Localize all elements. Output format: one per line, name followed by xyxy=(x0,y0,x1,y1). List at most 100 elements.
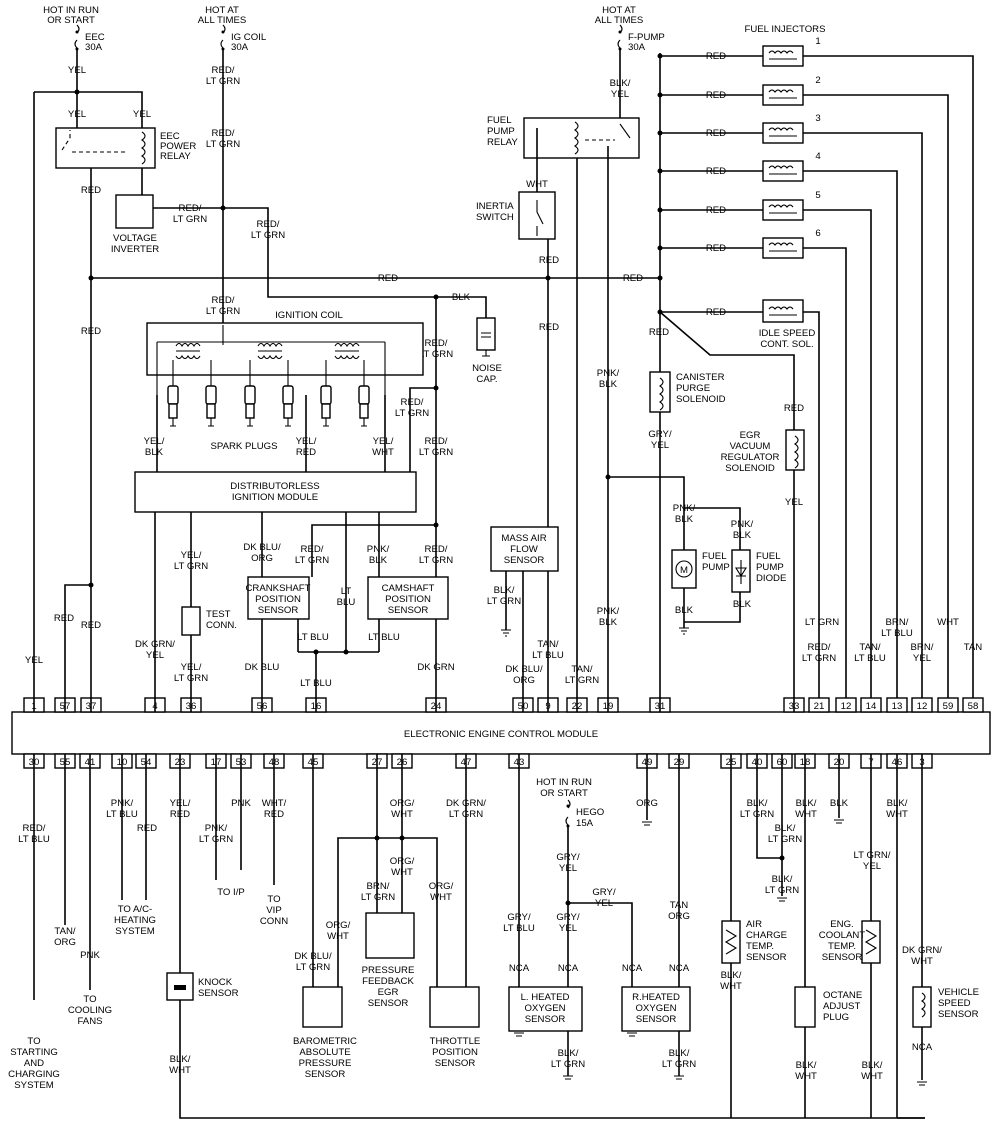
inj-brn-yel-2: YEL xyxy=(913,653,932,664)
ect-label3: TEMP. xyxy=(828,941,856,952)
fp-blk-yel-2: YEL xyxy=(611,89,630,100)
hego-source-2: OR START xyxy=(540,788,588,799)
injector-number: 4 xyxy=(815,151,821,162)
ecm-top-pin-17: 14 xyxy=(860,697,882,713)
crank-label3: SENSOR xyxy=(258,605,299,616)
lhego-nca-2: NCA xyxy=(558,963,579,974)
pin54-label: RED xyxy=(137,823,157,834)
vss-label3: SENSOR xyxy=(938,1009,979,1020)
ac-2: HEATING xyxy=(114,915,156,926)
pin47-label1: DK GRN/ xyxy=(446,798,486,809)
pin19-label2: BLK xyxy=(599,617,618,628)
pin3-label2: WHT xyxy=(911,956,933,967)
ecm-top-pin-label: 59 xyxy=(943,701,954,712)
ect-blk-wht-1: BLK/ xyxy=(862,1060,883,1071)
eec-fuse-label2: 30A xyxy=(85,42,103,53)
maf-sensor: MASS AIR FLOW SENSOR BLK/ LT GRN DK BLU/… xyxy=(487,526,564,712)
test-conn-label1: TEST xyxy=(206,609,231,620)
fp-fuse-icon xyxy=(617,24,623,49)
noise-cap-blk: BLK xyxy=(452,292,471,303)
pin30-label2: LT BLU xyxy=(18,834,50,845)
ecm-top-pin-label: 21 xyxy=(814,701,825,712)
ignition-coil: IGNITION COIL xyxy=(146,310,424,395)
pin53-label: PNK xyxy=(231,798,251,809)
pin21-label1: RED/ xyxy=(808,642,831,653)
cooling-3: FANS xyxy=(77,1016,102,1027)
crank-wire-1: DK BLU/ xyxy=(243,542,281,553)
octane-box xyxy=(794,986,816,1028)
eec-power-source: HOT IN RUN OR START EEC 30A xyxy=(43,5,105,53)
eec-relay-label1: EEC xyxy=(160,131,180,142)
baro-box xyxy=(302,986,343,1028)
pin36-label1: YEL/ xyxy=(181,662,202,673)
dis-module: DISTRIBUTORLESS IGNITION MODULE DK GRN/ … xyxy=(134,471,455,712)
idle-feed-red: RED xyxy=(706,307,726,318)
baro-org-wht-1: ORG/ xyxy=(326,920,351,931)
ect-blk-wht-2: WHT xyxy=(861,1071,883,1082)
baro-wire-2: LT GRN xyxy=(296,962,330,973)
dis-red-ltgrn-1: RED/ xyxy=(401,397,424,408)
ecm-top-pin-16: 12 xyxy=(835,697,857,713)
crank-sensor-box xyxy=(247,576,310,620)
vss-box xyxy=(912,986,932,1028)
egr-label4: SOLENOID xyxy=(725,463,775,474)
pin22-label1: TAN/ xyxy=(571,664,592,675)
vss-label2: SPEED xyxy=(938,998,971,1009)
lhego-blk-ltgrn-1: BLK/ xyxy=(558,1048,579,1059)
pin18-label1: BLK/ xyxy=(796,798,817,809)
starting-5: SYSTEM xyxy=(14,1080,53,1091)
diode-label1: FUEL xyxy=(756,551,781,562)
baro-wire-1: DK BLU/ xyxy=(294,951,332,962)
maf-blk-ltgrn-2: LT GRN xyxy=(487,596,521,607)
octane-label3: PLUG xyxy=(823,1012,849,1023)
injector-feed-red: RED xyxy=(706,166,726,177)
ect-label4: SENSOR xyxy=(822,952,863,963)
ip-label: TO I/P xyxy=(217,887,245,898)
octane-label2: ADJUST xyxy=(823,1001,860,1012)
pump-blk: BLK xyxy=(675,605,694,616)
lhego-label3: SENSOR xyxy=(525,1014,566,1025)
ig-source-line1: HOT AT xyxy=(205,5,239,16)
inertia-label2: SWITCH xyxy=(476,212,514,223)
pfe-brn-ltgrn-1: BRN/ xyxy=(367,881,390,892)
fp-relay-label1: FUEL xyxy=(487,115,512,126)
pfe-brn-ltgrn-2: LT GRN xyxy=(361,892,395,903)
fp-relay-label2: PUMP xyxy=(487,126,515,137)
baro-label2: ABSOLUTE xyxy=(299,1047,350,1058)
pfe-box xyxy=(365,912,415,959)
starting-4: CHARGING xyxy=(8,1069,60,1080)
cam-red-ltgrn-1: RED/ xyxy=(425,544,448,555)
hego-source-1: HOT IN RUN xyxy=(536,777,592,788)
diode-pnk-blk-1: PNK/ xyxy=(731,519,754,530)
idle-label2: CONT. SOL. xyxy=(760,339,813,350)
hego-fuse-1: HEGO xyxy=(576,807,604,818)
oxygen-sensors: GRY/ LT BLU NCA HOT IN RUN OR START HEGO… xyxy=(503,754,696,1080)
inj-brn-ltblu-1: BRN/ xyxy=(886,617,909,628)
coil-feed-4: LT GRN xyxy=(206,306,240,317)
ignition-coil-box xyxy=(146,322,424,376)
noise-cap-label1: NOISE xyxy=(472,363,502,374)
pin40-label1: BLK/ xyxy=(747,798,768,809)
coil-out3-2: WHT xyxy=(372,447,394,458)
lhego-label2: OXYGEN xyxy=(524,1003,565,1014)
pin10-label2: LT BLU xyxy=(106,809,138,820)
act-blk-wht-2: WHT xyxy=(720,981,742,992)
wire-label-yel: YEL xyxy=(68,65,87,76)
ecm-top-pin-label: 14 xyxy=(866,701,877,712)
ecm-top-pin-label: 58 xyxy=(968,701,979,712)
ig-fuse-label2: 30A xyxy=(231,42,249,53)
act-label3: TEMP. xyxy=(746,941,774,952)
fp-power-source: HOT AT ALL TIMES F-PUMP 30A xyxy=(595,5,665,53)
knock-label1: KNOCK xyxy=(198,977,233,988)
tps-label1: THROTTLE xyxy=(430,1036,481,1047)
hego-fuse-2: 15A xyxy=(576,818,594,829)
pin26-label1: ORG/ xyxy=(390,798,415,809)
test-conn-box xyxy=(181,606,201,636)
ignition-coil-feed: RED/ LT GRN RED/ LT GRN RED/ LT GRN RED/… xyxy=(153,49,502,525)
spark-plug-1 xyxy=(167,385,179,427)
starting-1: TO xyxy=(27,1036,40,1047)
spark-plug-3 xyxy=(244,385,256,427)
octane-blk-wht-2: WHT xyxy=(795,1071,817,1082)
ect-label1: ENG. xyxy=(830,919,853,930)
